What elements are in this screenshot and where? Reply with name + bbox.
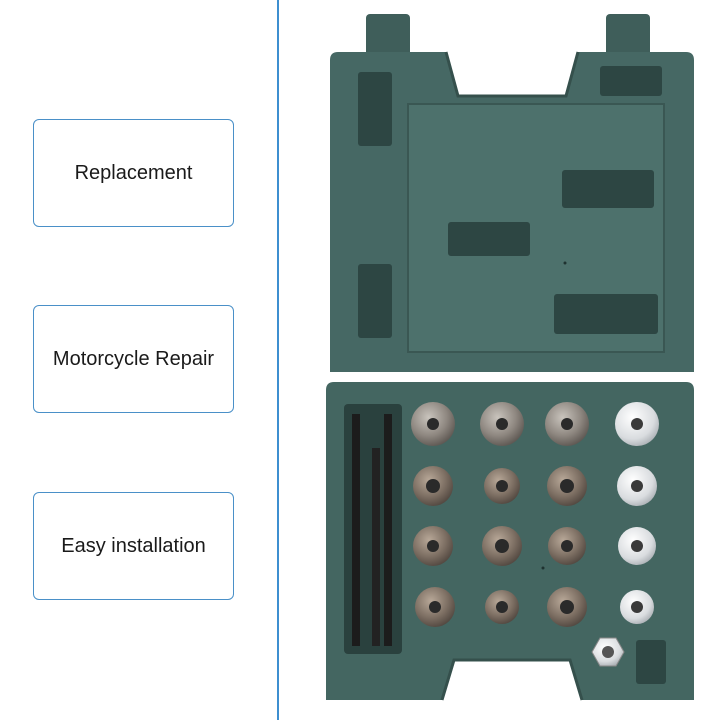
feature-label: Easy installation [61,534,206,557]
vertical-divider [277,0,279,720]
feature-label: Motorcycle Repair [52,347,215,370]
feature-card-motorcycle-repair: Motorcycle Repair [33,305,234,413]
feature-label: Replacement [74,161,193,184]
tool-kit-case-image [326,14,694,701]
feature-card-easy-installation: Easy installation [33,492,234,600]
feature-card-replacement: Replacement [33,119,234,227]
